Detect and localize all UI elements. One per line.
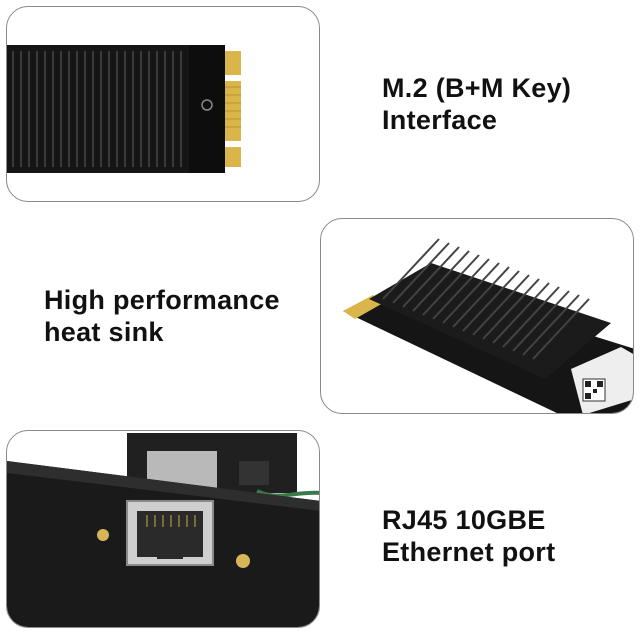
rj45-photo-panel [6, 430, 320, 628]
m2-interface-caption-line1: M.2 (B+M Key) [382, 73, 572, 103]
heat-sink-caption: High performance heat sink [44, 284, 280, 348]
m2-interface-caption: M.2 (B+M Key) Interface [382, 72, 571, 136]
heat-sink-caption-line2: heat sink [44, 317, 164, 347]
heat-sink-angled-image [343, 238, 633, 413]
heat-sink-caption-line1: High performance [44, 285, 280, 315]
rj45-bracket-image [7, 433, 319, 627]
m2-card-photo-panel [6, 6, 320, 202]
m2-interface-caption-line2: Interface [382, 105, 498, 135]
rj45-port-caption: RJ45 10GBE Ethernet port [382, 504, 555, 568]
rj45-port-caption-line1: RJ45 10GBE [382, 505, 546, 535]
m2-card-top-view-image [7, 45, 241, 173]
rj45-port-caption-line2: Ethernet port [382, 537, 556, 567]
heat-sink-photo-panel [320, 218, 634, 414]
